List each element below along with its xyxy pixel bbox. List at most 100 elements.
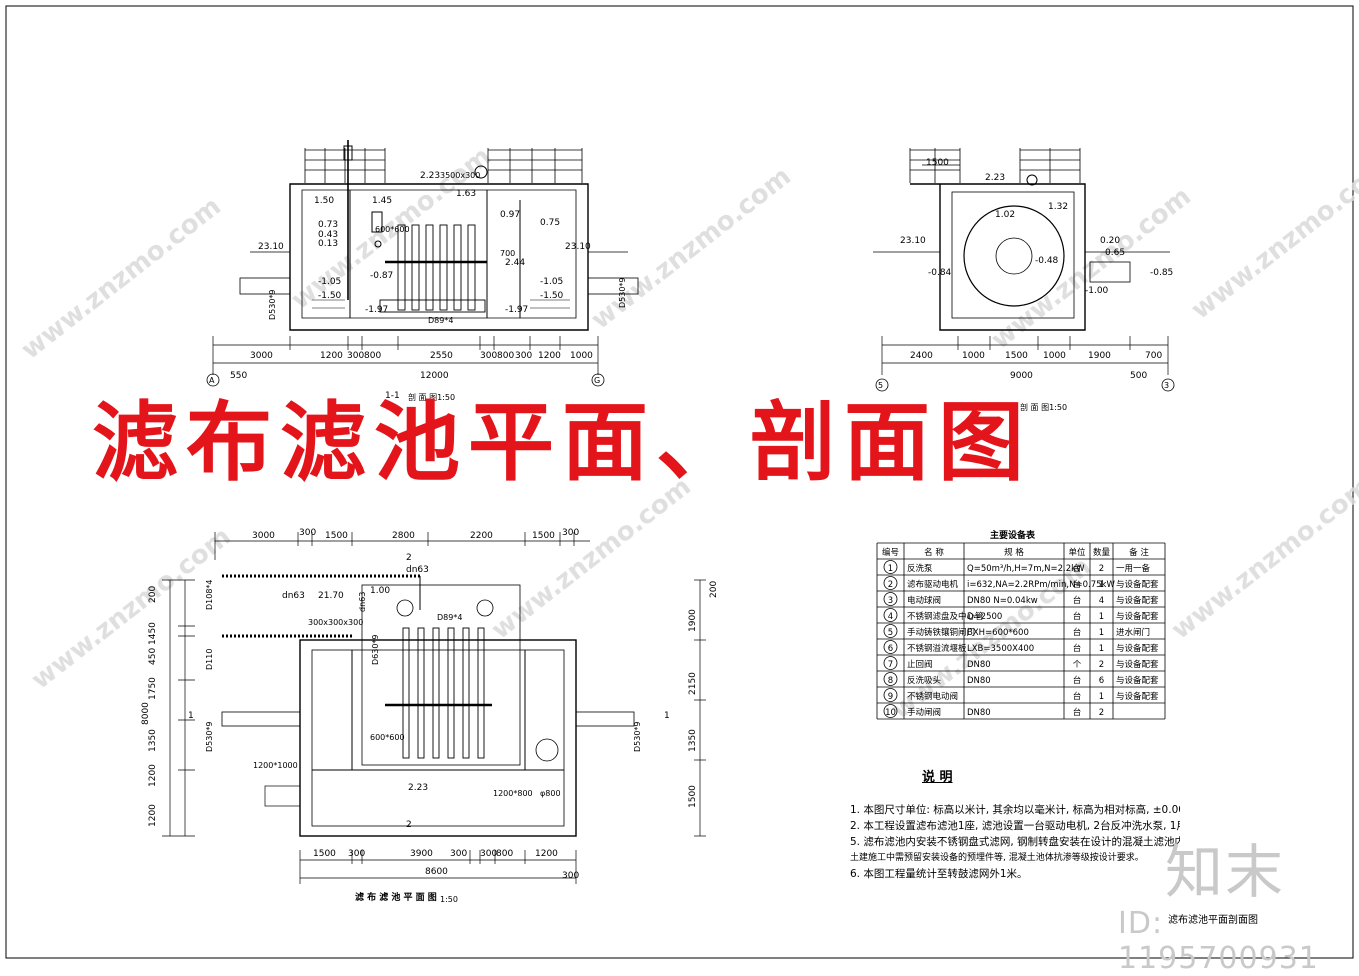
table-cell-name: 手动铸铁镶铜闸门	[907, 627, 975, 638]
section-scale: 剖 面 图1:50	[408, 392, 455, 402]
level: 1.63	[456, 189, 476, 199]
dim-top: 1500	[926, 158, 949, 168]
notes-block: 1. 本图尺寸单位: 标高以米计, 其余均以毫米计, 标高为相对标高, ±0.0…	[850, 802, 1180, 882]
dim-top: 300	[299, 528, 316, 538]
dim-bottom: 1500	[313, 849, 336, 859]
table-cell-qty: 2	[1099, 708, 1104, 718]
watermark-text: www.znzmo.com	[1186, 152, 1359, 326]
table-cell-no: 10	[885, 708, 896, 718]
dim-top: 2200	[470, 531, 493, 541]
level: -0.48	[1035, 256, 1059, 266]
dim-right: 1500	[688, 785, 698, 808]
level: 0.65	[1105, 248, 1125, 258]
row-number-circle	[883, 640, 898, 654]
dim-bottom: 800	[496, 849, 513, 859]
outlet-pipe	[587, 277, 639, 295]
table-cell-unit: 台	[1073, 595, 1082, 606]
plan-scale: 1:50	[440, 895, 458, 904]
dim-top: 300	[562, 528, 579, 538]
table-cell-spec: BXH=600*600	[967, 628, 1029, 638]
size-label: 3500x300	[440, 171, 480, 180]
dim-bottom: 3900	[410, 849, 433, 859]
level: 1.02	[995, 210, 1015, 220]
table-cell-no: 3	[888, 596, 893, 606]
dim-6: 300	[480, 351, 497, 361]
motor-icon	[1026, 174, 1038, 186]
railing-left	[304, 148, 386, 183]
dimension-line	[212, 336, 599, 375]
dim-left: 1450	[148, 622, 158, 645]
plan-label: 1200*800	[493, 789, 533, 798]
plan-label: D108*4	[205, 579, 214, 610]
table-cell-note: 一用一备	[1116, 563, 1151, 574]
row-number-circle	[883, 560, 898, 574]
level: -1.97	[505, 305, 528, 315]
level: -1.50	[318, 291, 342, 301]
table-cell-qty: 1	[1099, 628, 1104, 638]
section-mark: 1	[664, 711, 670, 721]
row-number-circle	[883, 704, 898, 718]
row-number-circle	[883, 688, 898, 702]
table-cell-note: 与设备配套	[1116, 579, 1159, 590]
table-cell-name: 手动闸阀	[907, 707, 941, 718]
level: 2.44	[505, 258, 525, 268]
plan-label: 600*600	[370, 733, 405, 742]
table-cell-unit: 台	[1073, 627, 1082, 638]
level: -1.00	[1085, 286, 1109, 296]
table-cell-spec: LXB=3500X400	[967, 644, 1034, 654]
axis-label: G	[594, 376, 600, 385]
table-cell-no: 2	[888, 580, 893, 590]
dimension-line-2	[881, 164, 1169, 375]
row-number-circle	[883, 576, 898, 590]
level: 0.75	[540, 218, 560, 228]
watermark-text: www.znzmo.com	[1166, 472, 1359, 646]
size-label: 600*600	[375, 225, 410, 234]
level: 0.73	[318, 220, 338, 230]
plan-view	[162, 532, 706, 884]
level: -0.84	[928, 268, 952, 278]
level: 0.43	[318, 230, 338, 240]
table-cell-note: 与设备配套	[1116, 595, 1159, 606]
total-left: 8000	[141, 702, 151, 725]
dim-right: 2150	[688, 672, 698, 695]
sheet-border	[5, 5, 1354, 959]
plan-label: dn63	[282, 591, 305, 601]
manhole-icon	[535, 738, 559, 762]
level: -0.85	[1150, 268, 1173, 278]
dim-3: 1500	[1005, 351, 1028, 361]
section-scale: 剖 面 图1:50	[1020, 402, 1067, 412]
inlet-pipe	[239, 277, 291, 295]
table-cell-no: 9	[888, 692, 893, 702]
size-label: 700	[500, 249, 515, 258]
table-cell-note: 与设备配套	[1116, 659, 1159, 670]
table-cell-no: 5	[888, 628, 893, 638]
table-cell-unit: 个	[1073, 660, 1082, 670]
table-cell-name: 反洗吸头	[907, 675, 942, 686]
motor-icon	[474, 165, 488, 179]
level: 1.50	[314, 196, 334, 206]
level: 2.23	[420, 171, 440, 181]
plan-label: 1.00	[370, 586, 390, 596]
table-cell-spec: DN80 N=0.04kw	[967, 596, 1038, 606]
dim-1: 2400	[910, 351, 933, 361]
table-cell-spec: DN80	[967, 708, 991, 718]
plan-outline	[299, 639, 577, 837]
table-cell-qty: 2	[1099, 660, 1104, 670]
dim-4: 800	[364, 351, 381, 361]
plan-label: 1200*1000	[253, 761, 298, 770]
dim-6: 700	[1145, 351, 1162, 361]
table-title: 主要设备表	[990, 529, 1036, 541]
notes-item: 2. 本工程设置滤布滤池1座, 滤池设置一台驱动电机, 2台反冲洗水泵, 1用1…	[850, 820, 1180, 832]
section-mark: 2	[406, 820, 412, 830]
table-cell-unit: 台	[1073, 563, 1082, 574]
dim-2: 1000	[962, 351, 985, 361]
footer-text: 滤布滤池平面剖面图	[1168, 913, 1258, 926]
table-cell-no: 8	[888, 676, 893, 686]
section-1-1-texts: A G 12000 550 1-1 剖 面 图1:50 3000 1200 30…	[209, 171, 627, 402]
axis-label: 5	[878, 381, 883, 390]
dim-5: 2550	[430, 351, 453, 361]
footer-label: 滤布滤池平面剖面图	[1168, 913, 1258, 926]
pipe-label: D530*9	[618, 277, 627, 308]
level: -1.97	[365, 305, 388, 315]
